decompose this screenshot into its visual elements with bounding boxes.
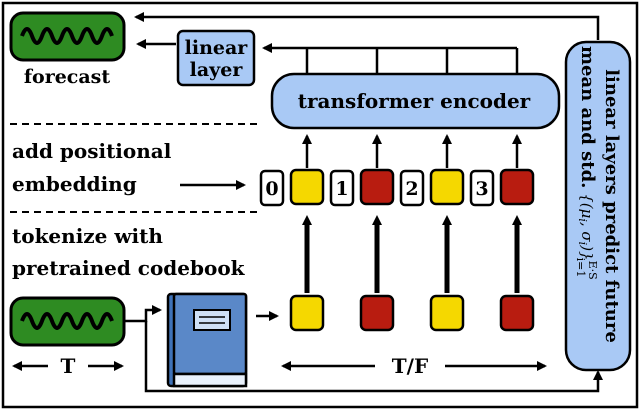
transformer-encoder-box (270, 72, 561, 130)
token-upward-arrows (302, 215, 522, 293)
codebook-icon (166, 292, 248, 388)
tokenize-label-line2: pretrained codebook (12, 256, 246, 280)
raw-tokens (289, 294, 535, 332)
position-index: 1 (335, 178, 348, 200)
raw-token (359, 294, 395, 332)
linear-layer-label-line1: linear (185, 37, 249, 59)
transformer-encoder-label: transformer encoder (298, 89, 531, 113)
token-span-label: T/F (392, 354, 428, 378)
linear-layer-box (176, 29, 256, 87)
position-index-box (259, 169, 285, 207)
encoder-output-connections (262, 43, 519, 74)
embedded-token (499, 168, 535, 206)
raw-token (499, 294, 535, 332)
forecast-label: forecast (24, 66, 111, 88)
encoder-input-arrows (302, 134, 522, 168)
input-series-icon (9, 296, 126, 347)
position-index: 3 (475, 178, 488, 200)
positional-label-line2: embedding (12, 172, 137, 196)
embedded-token (359, 168, 395, 206)
position-index-box (329, 169, 355, 207)
forecast-series-icon (9, 11, 126, 62)
linear-layer-label-line2: layer (190, 59, 244, 81)
side-predictor-text: linear layers predict future mean and st… (574, 46, 622, 343)
side-label-line1: linear layers predict future (601, 69, 622, 343)
arrow-input-to-side (144, 321, 603, 393)
tokenize-label-line1: tokenize with (12, 224, 163, 248)
embedded-token (429, 168, 465, 206)
raw-token (429, 294, 465, 332)
side-label-line2: mean and std. {(μi, σi)}E·Si=1 (574, 46, 599, 280)
raw-token (289, 294, 325, 332)
embedded-token (289, 168, 325, 206)
arrow-input-to-codebook (124, 305, 162, 323)
position-index: 2 (405, 178, 418, 200)
positional-label-line1: add positional (12, 139, 172, 163)
position-index-box (469, 169, 495, 207)
side-predictor-box (564, 40, 632, 372)
position-index: 0 (265, 178, 278, 200)
input-length-label: T (61, 354, 76, 378)
position-index-box (399, 169, 425, 207)
arrow-side-to-forecast (134, 12, 600, 40)
positional-tokens: 0 1 2 3 (259, 168, 535, 207)
